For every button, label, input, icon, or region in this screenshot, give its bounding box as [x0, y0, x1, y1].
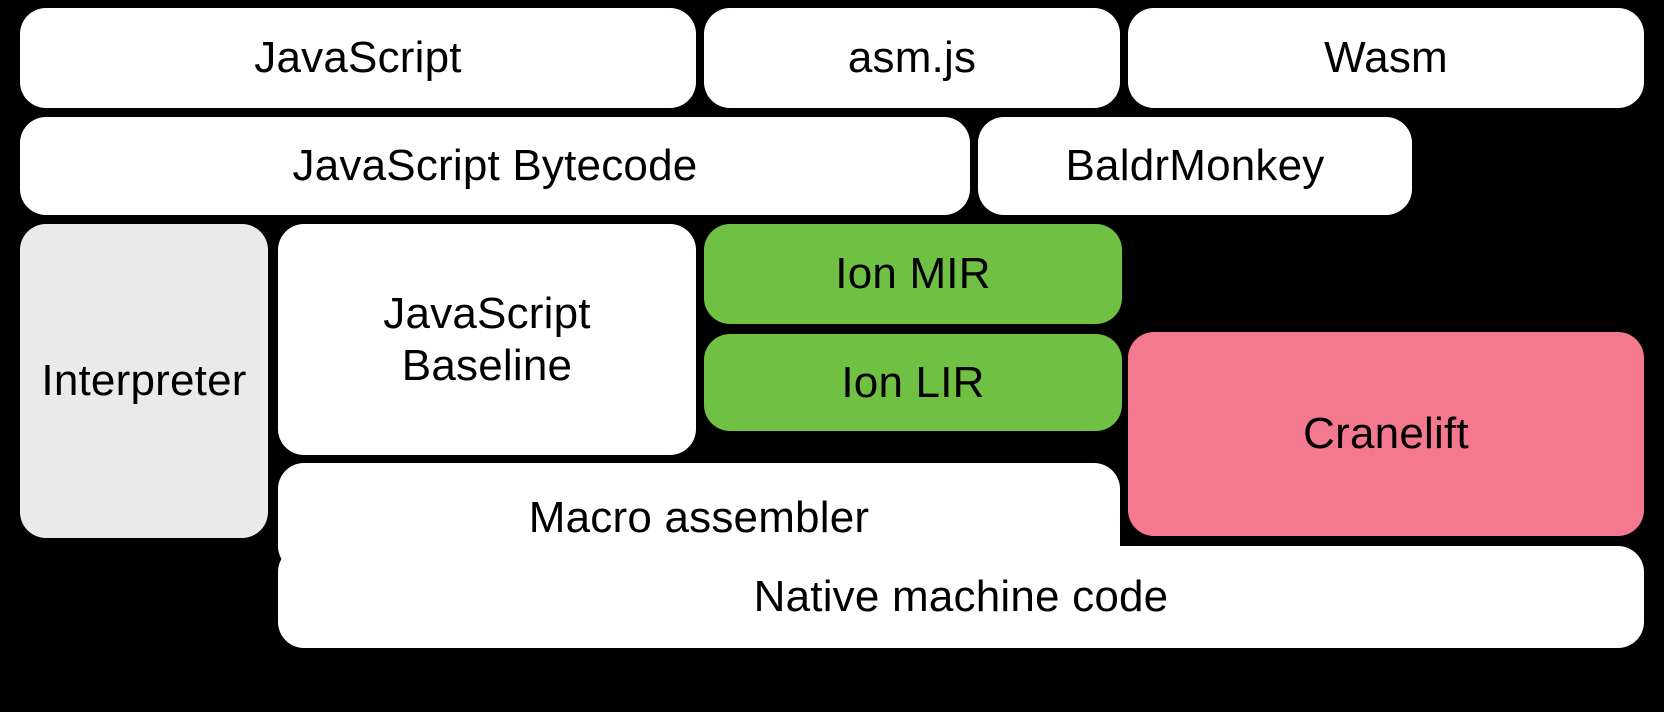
node-interpreter: Interpreter: [20, 224, 268, 538]
node-wasm: Wasm: [1128, 8, 1644, 108]
node-native-machine-code: Native machine code: [278, 546, 1644, 648]
node-cranelift: Cranelift: [1128, 332, 1644, 536]
node-ion-lir: Ion LIR: [704, 334, 1122, 431]
node-javascript-baseline: JavaScript Baseline: [278, 224, 696, 455]
node-javascript-bytecode: JavaScript Bytecode: [20, 117, 970, 215]
node-asmjs: asm.js: [704, 8, 1120, 108]
node-javascript: JavaScript: [20, 8, 696, 108]
node-baldrmonkey: BaldrMonkey: [978, 117, 1412, 215]
node-ion-mir: Ion MIR: [704, 224, 1122, 324]
